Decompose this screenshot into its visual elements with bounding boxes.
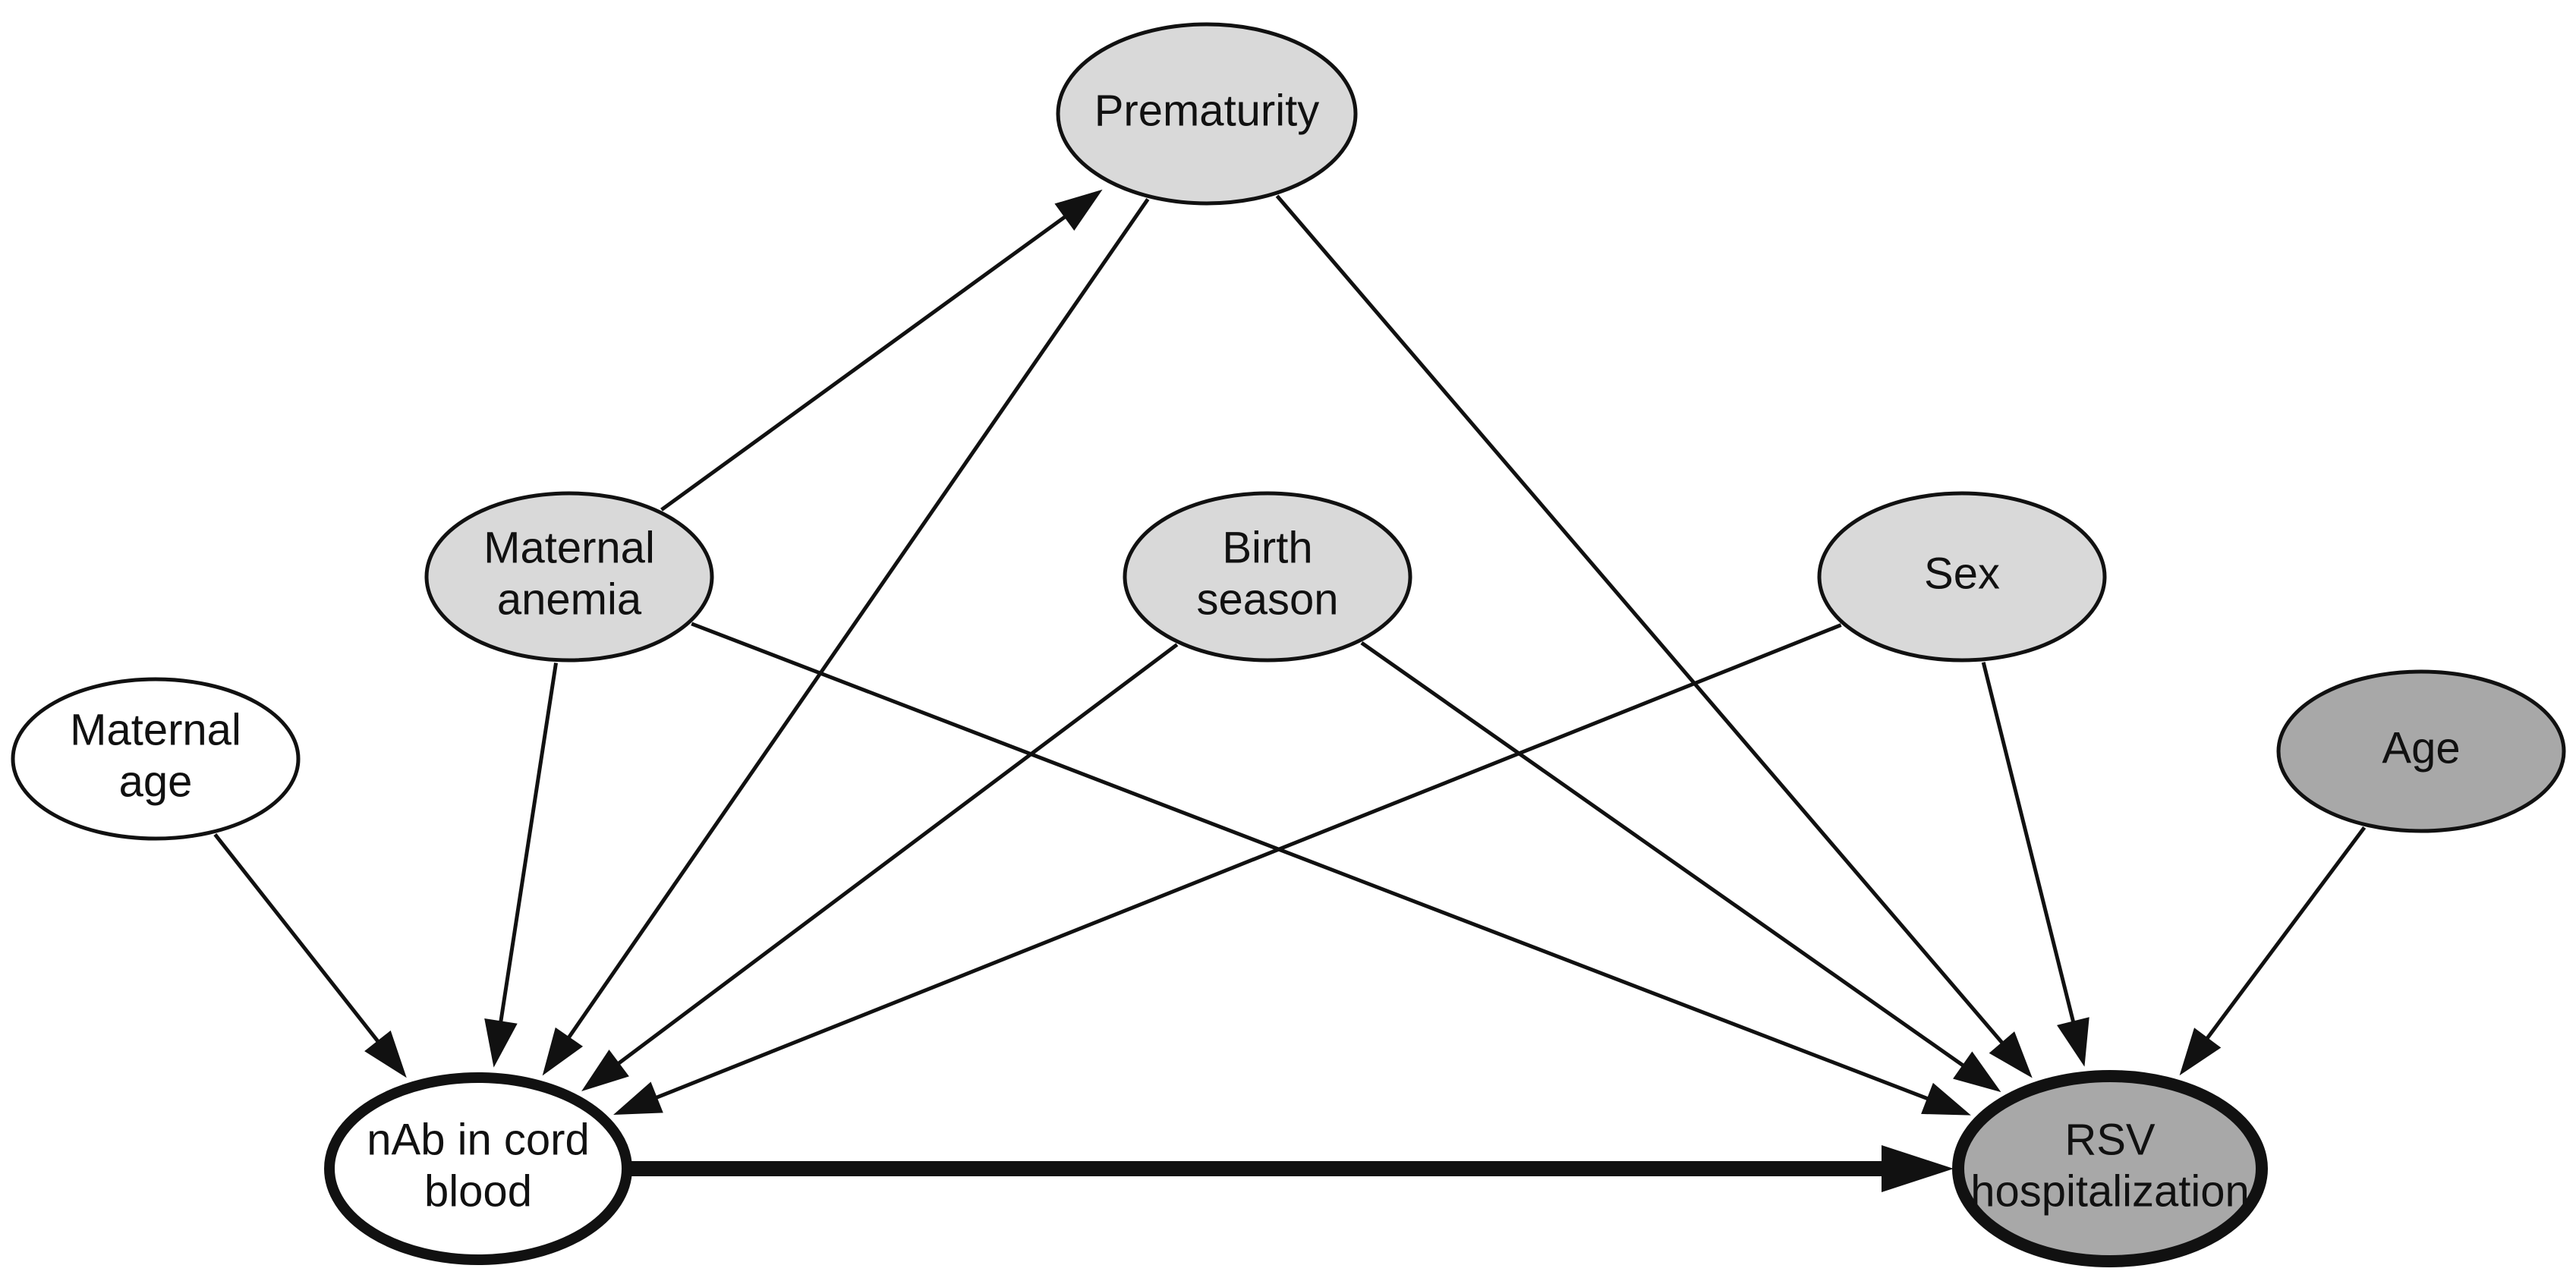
arrowhead-maternal-anemia-to-nab-cord-blood [484,1018,518,1068]
arrowhead-sex-to-rsv-hospitalization [2057,1017,2089,1067]
arrowhead-sex-to-nab-cord-blood [613,1081,663,1115]
node-shape-age[interactable] [2276,669,2566,833]
arrowhead-birth-season-to-rsv-hospitalization [1953,1051,2001,1093]
edge-maternal-anemia-to-rsv-hospitalization [691,622,1932,1102]
node-shape-birth-season[interactable] [1123,491,1412,663]
edge-sex-to-nab-cord-blood [653,623,1842,1101]
edge-maternal-age-to-nab-cord-blood [213,832,382,1045]
arrowhead-birth-season-to-nab-cord-blood [581,1050,629,1091]
arrowhead-nab-cord-blood-to-rsv-hospitalization [1882,1145,1954,1192]
arrowhead-maternal-age-to-nab-cord-blood [364,1030,407,1078]
edge-prematurity-to-nab-cord-blood [565,198,1150,1041]
arrowhead-maternal-anemia-to-prematurity [1054,189,1103,231]
edge-sex-to-rsv-hospitalization [1981,662,2077,1025]
node-age[interactable]: Age [2276,669,2566,833]
node-shape-nab-cord-blood[interactable] [324,1072,632,1265]
node-shape-maternal-age[interactable] [11,677,301,841]
arrowhead-prematurity-to-nab-cord-blood [542,1027,584,1076]
node-shape-sex[interactable] [1817,491,2107,663]
node-prematurity[interactable]: Prematurity [1056,22,1358,206]
edge-maternal-anemia-to-nab-cord-blood [498,663,559,1025]
edges-layer [213,189,2367,1192]
node-shape-maternal-anemia[interactable] [424,491,714,663]
edge-prematurity-to-rsv-hospitalization [1275,194,2006,1047]
arrowhead-prematurity-to-rsv-hospitalization [1989,1031,2033,1078]
edge-birth-season-to-rsv-hospitalization [1360,641,1967,1069]
node-shape-rsv-hospitalization[interactable] [1952,1070,2268,1267]
edge-maternal-anemia-to-prematurity [660,213,1069,511]
edge-birth-season-to-nab-cord-blood [615,643,1179,1067]
node-shape-prematurity[interactable] [1056,22,1358,206]
node-sex[interactable]: Sex [1817,491,2107,663]
edge-age-to-rsv-hospitalization [2203,826,2367,1042]
arrowhead-maternal-anemia-to-rsv-hospitalization [1921,1082,1971,1116]
arrowhead-age-to-rsv-hospitalization [2179,1028,2222,1076]
